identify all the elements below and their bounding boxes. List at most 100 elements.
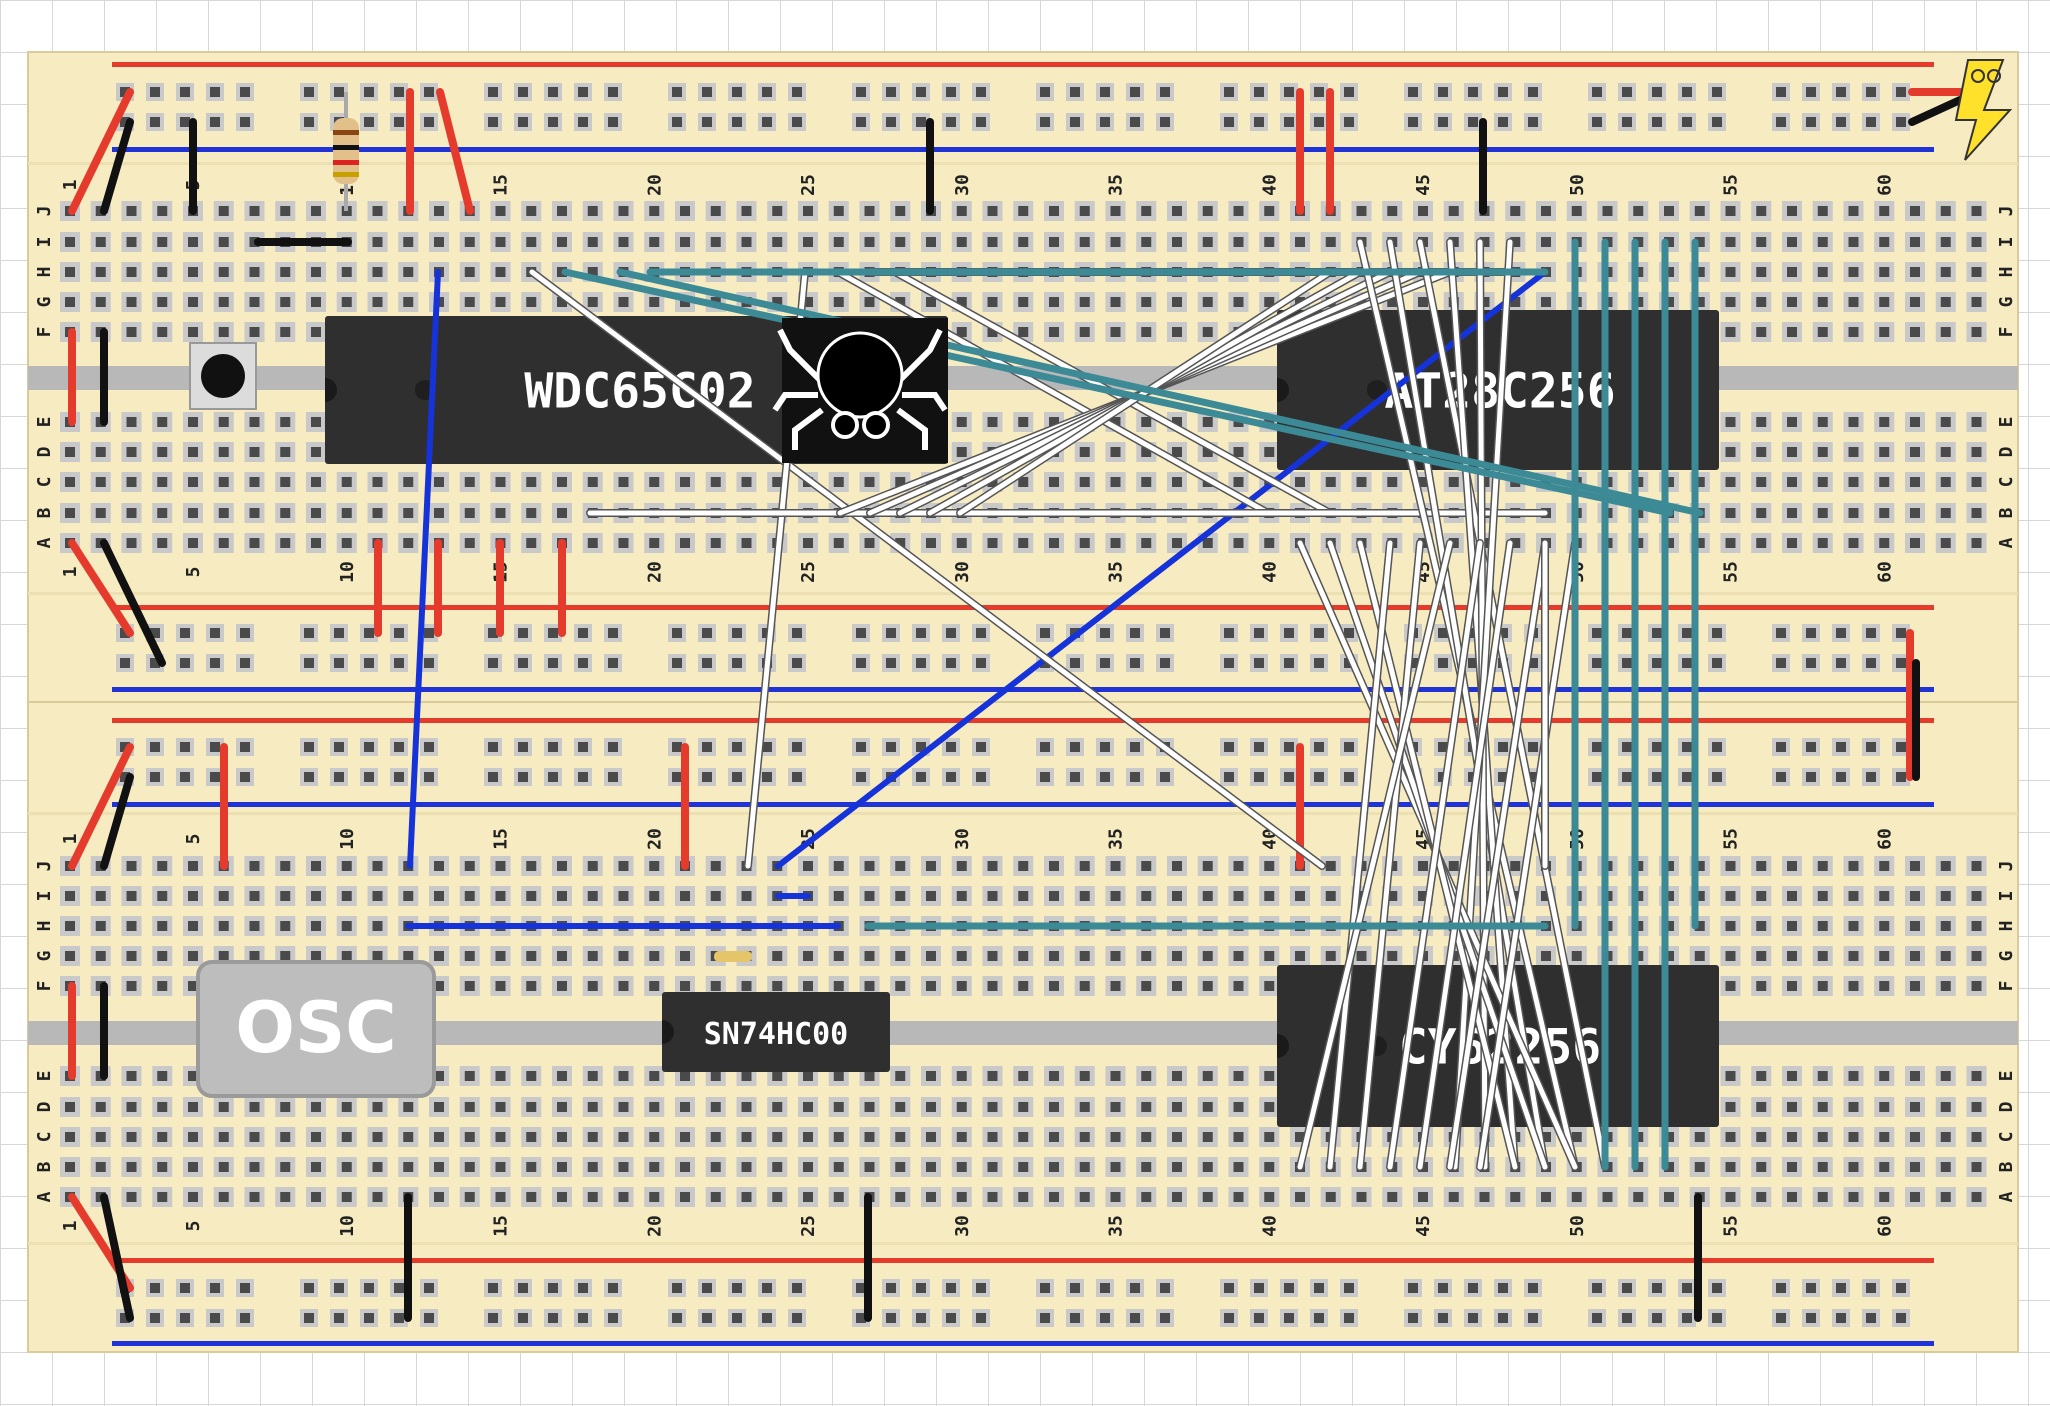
terminal-hole-pin [1233, 477, 1244, 487]
terminal-hole-pin [649, 891, 660, 901]
terminal-hole-pin [311, 921, 321, 931]
rail-hole-pin [150, 87, 160, 97]
terminal-hole-pin [1910, 1071, 1920, 1081]
terminal-hole-pin [218, 508, 229, 518]
terminal-hole-pin [1049, 861, 1059, 871]
terminal-hole-pin [1971, 861, 1982, 871]
rail-hole-pin [1254, 742, 1264, 752]
terminal-hole-pin [803, 237, 813, 247]
terminal-hole-pin [895, 1132, 906, 1142]
terminal-hole-pin [1725, 327, 1736, 337]
terminal-hole-pin [311, 477, 321, 487]
terminal-hole-pin [1817, 861, 1828, 871]
terminal-hole-pin [1787, 237, 1797, 247]
terminal-hole-pin [1018, 477, 1029, 487]
rail-hole-pin [1160, 772, 1170, 782]
rail-hole-pin [1866, 87, 1876, 97]
terminal-hole-pin [1787, 477, 1797, 487]
terminal-hole-pin [956, 1162, 967, 1172]
terminal-hole-pin [1940, 1192, 1951, 1202]
rail-hole-pin [886, 658, 896, 668]
chip-notch [1277, 378, 1289, 402]
terminal-hole-pin [1418, 477, 1428, 487]
rail-hole-pin [672, 742, 682, 752]
red-wire [68, 539, 134, 637]
rail-hole-pin [364, 742, 374, 752]
terminal-hole-pin [218, 477, 229, 487]
oscillator: OSC [196, 960, 436, 1098]
terminal-hole-pin [249, 508, 260, 518]
terminal-hole-pin [987, 951, 998, 961]
terminal-hole-pin [833, 297, 844, 307]
terminal-hole-pin [1510, 297, 1521, 307]
terminal-hole-pin [587, 538, 598, 548]
rail-hole-pin [424, 1313, 434, 1323]
row-letter: A [34, 1191, 55, 1202]
terminal-hole-pin [1664, 206, 1674, 216]
terminal-hole-pin [157, 447, 168, 457]
rail-hole-pin [210, 1313, 220, 1323]
terminal-hole-pin [1049, 417, 1059, 427]
terminal-hole-pin [1141, 1162, 1152, 1172]
terminal-hole-pin [1202, 327, 1213, 337]
terminal-hole-pin [1879, 267, 1890, 277]
rail-hole-pin [548, 742, 558, 752]
terminal-hole-pin [218, 267, 229, 277]
rail-hole-pin [548, 658, 558, 668]
rail-hole-pin [1498, 772, 1508, 782]
rail-hole-pin [1284, 1313, 1294, 1323]
terminal-hole-pin [434, 206, 444, 216]
terminal-hole-pin [587, 891, 598, 901]
terminal-hole-pin [956, 981, 967, 991]
button-cap [201, 354, 245, 398]
terminal-hole-pin [1202, 1071, 1213, 1081]
terminal-hole-pin [1141, 447, 1152, 457]
terminal-hole-pin [372, 951, 383, 961]
terminal-hole-pin [464, 981, 475, 991]
terminal-hole-pin [188, 267, 198, 277]
terminal-hole-pin [741, 1162, 752, 1172]
terminal-hole-pin [1325, 237, 1336, 247]
rail-hole-pin [1806, 742, 1816, 752]
terminal-hole-pin [95, 508, 106, 518]
terminal-hole-pin [680, 237, 690, 247]
terminal-hole-pin [803, 951, 813, 961]
wire-body [616, 268, 1704, 517]
rail-hole-pin [180, 1283, 190, 1293]
rail-hole-pin [702, 1313, 712, 1323]
terminal-hole-pin [1879, 206, 1890, 216]
row-letter: A [34, 537, 55, 548]
terminal-hole-pin [926, 538, 936, 548]
power-rail-stripe [112, 1341, 1934, 1346]
terminal-hole-pin [680, 891, 690, 901]
column-number: 30 [952, 561, 973, 583]
terminal-hole-pin [1079, 447, 1090, 457]
terminal-hole-pin [649, 1071, 660, 1081]
terminal-hole-pin [1110, 538, 1121, 548]
row-letter: E [1996, 1071, 2017, 1082]
terminal-hole-pin [956, 297, 967, 307]
terminal-hole-pin [987, 1102, 998, 1112]
rail-hole-pin [1224, 742, 1234, 752]
terminal-hole-pin [1817, 1071, 1828, 1081]
terminal-hole-pin [864, 206, 875, 216]
row-letter: D [1996, 1101, 2017, 1112]
red-wire [436, 88, 474, 215]
terminal-hole-pin [1848, 297, 1859, 307]
red-wire [68, 743, 134, 870]
terminal-hole-pin [1202, 538, 1213, 548]
rail-hole-pin [1622, 87, 1632, 97]
rail-hole-pin [150, 772, 160, 782]
rail-hole-pin [304, 117, 314, 127]
rail-hole-pin [1528, 742, 1538, 752]
terminal-hole-pin [249, 477, 260, 487]
terminal-hole-pin [126, 1162, 137, 1172]
rail-hole-pin [732, 117, 742, 127]
rail-hole-pin [732, 628, 742, 638]
rail-hole-pin [1498, 87, 1508, 97]
terminal-hole-pin [218, 206, 229, 216]
rail-hole-pin [1498, 1283, 1508, 1293]
row-letter: B [34, 507, 55, 518]
rail-hole-pin [1896, 772, 1906, 782]
